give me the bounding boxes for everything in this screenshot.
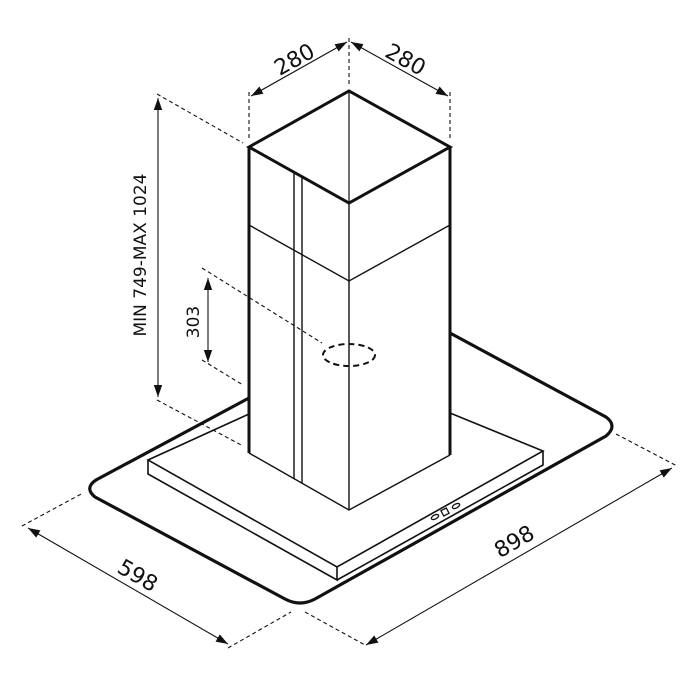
dim-height-range: MIN 749-MAX 1024 — [131, 174, 151, 337]
glass-canopy — [88, 331, 614, 605]
dim-outlet-offset: 303 — [184, 306, 204, 338]
chimney — [245, 89, 454, 511]
dimension-lines — [21, 38, 678, 649]
control-button-right[interactable] — [451, 502, 461, 510]
control-button-center[interactable] — [440, 507, 450, 517]
exhaust-outlet — [322, 343, 376, 367]
dim-chimney-width: 280 — [381, 39, 430, 81]
dim-chimney-depth: 280 — [270, 39, 319, 81]
dim-hood-width: 898 — [490, 521, 539, 564]
